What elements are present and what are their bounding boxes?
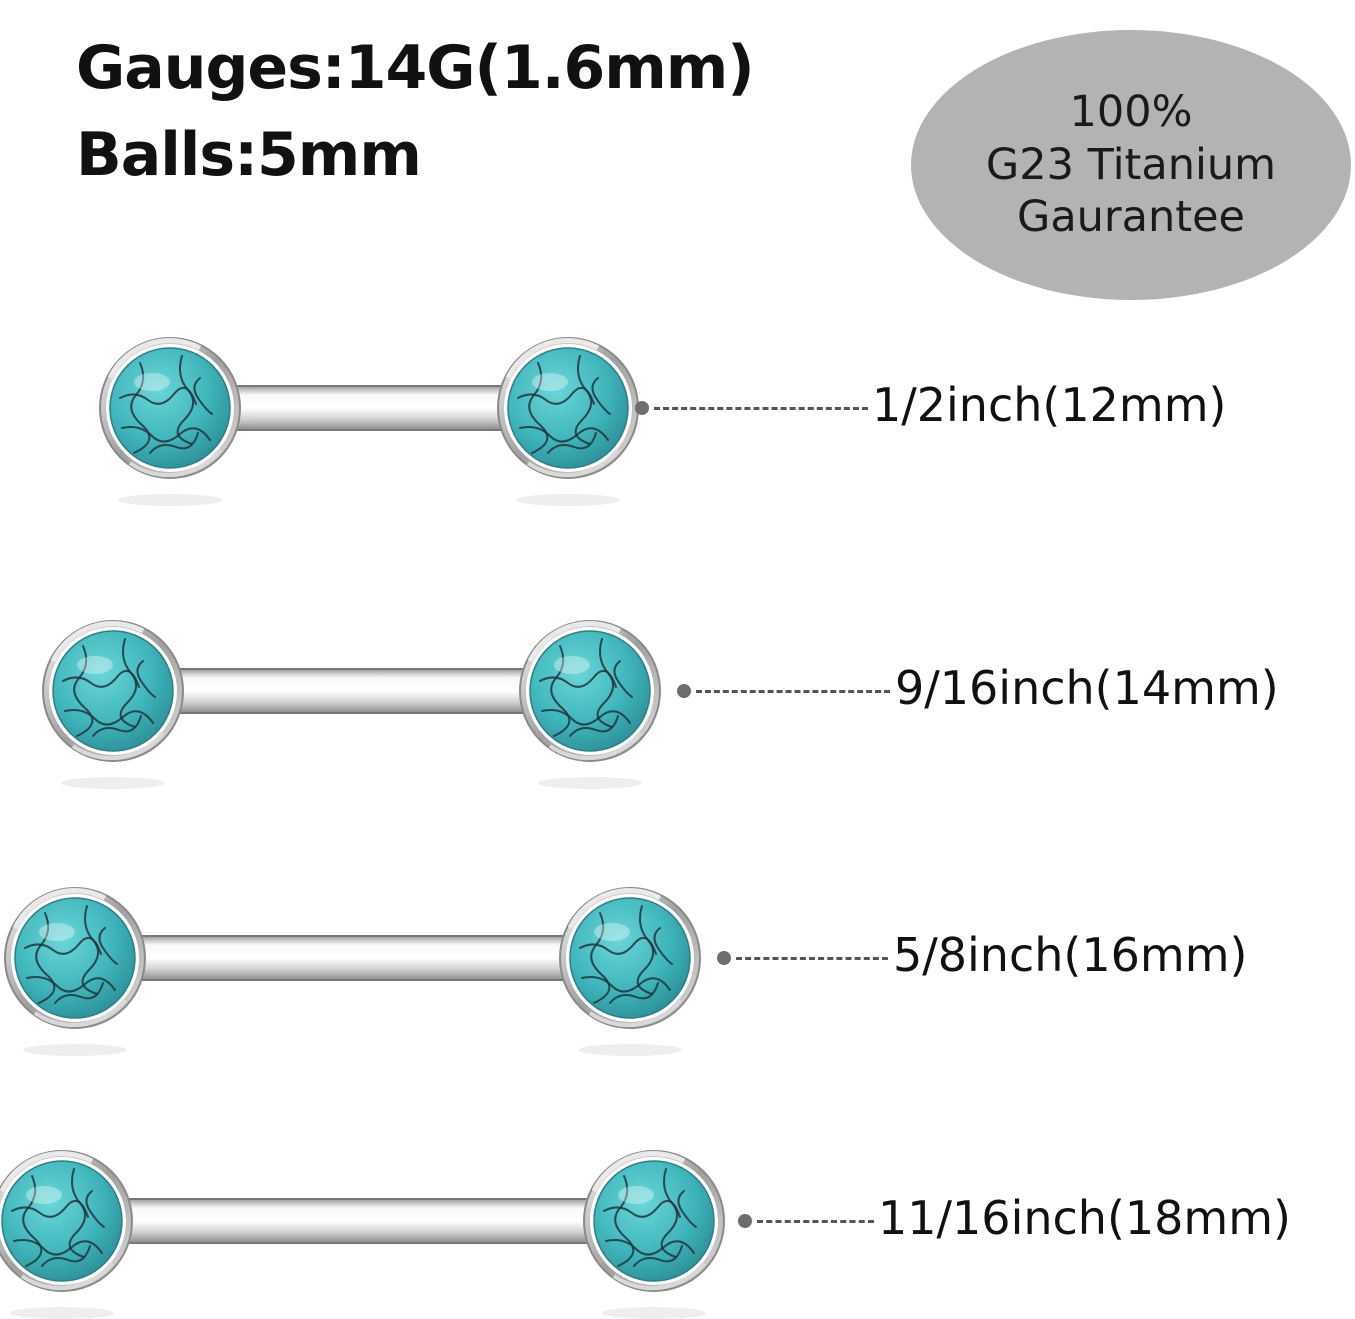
ball-reflection <box>118 494 222 506</box>
ball-reflection <box>516 494 620 506</box>
ball-reflection <box>61 777 165 789</box>
barbell-shaft <box>134 935 571 981</box>
barbell-shaft <box>121 1198 595 1244</box>
pointer-dot <box>635 401 649 415</box>
pointer-dot <box>717 951 731 965</box>
turquoise-stone <box>1 1160 123 1282</box>
pointer-dot <box>677 684 691 698</box>
barbell-image <box>42 620 661 789</box>
length-label: 5/8inch(16mm) <box>893 928 1248 982</box>
turquoise-stone <box>507 347 629 469</box>
turquoise-stone <box>14 897 136 1019</box>
ball-reflection <box>23 1044 127 1056</box>
barbell-row: 5/8inch(16mm) <box>0 878 1355 1056</box>
ball-reflection <box>538 777 642 789</box>
turquoise-stone <box>529 630 651 752</box>
turquoise-stone <box>52 630 174 752</box>
ball-reflection <box>602 1307 706 1319</box>
leader-line <box>736 957 888 960</box>
barbell-row: 1/2inch(12mm) <box>0 328 1355 506</box>
leader-line <box>757 1220 874 1223</box>
barbell-shaft <box>229 385 509 431</box>
barbell-row: 9/16inch(14mm) <box>0 611 1355 789</box>
barbell-row: 11/16inch(18mm) <box>0 1141 1355 1319</box>
length-label: 1/2inch(12mm) <box>872 378 1227 432</box>
length-label: 11/16inch(18mm) <box>878 1191 1291 1245</box>
ball-size-spec: Balls:5mm <box>76 120 422 190</box>
gauge-spec: Gauges:14G(1.6mm) <box>76 33 755 103</box>
leader-line <box>696 690 890 693</box>
titanium-guarantee-badge: 100% G23 Titanium Gaurantee <box>911 30 1351 300</box>
barbell-image <box>0 1150 725 1319</box>
ball-reflection <box>578 1044 682 1056</box>
turquoise-stone <box>593 1160 715 1282</box>
badge-percent: 100% <box>1069 87 1193 138</box>
barbell-shaft <box>172 668 531 714</box>
pointer-dot <box>738 1214 752 1228</box>
barbell-image <box>99 337 639 506</box>
ball-reflection <box>10 1307 114 1319</box>
turquoise-stone <box>569 897 691 1019</box>
turquoise-stone <box>109 347 231 469</box>
length-label: 9/16inch(14mm) <box>895 661 1279 715</box>
leader-line <box>654 407 868 410</box>
badge-guarantee: Gaurantee <box>1017 192 1245 243</box>
barbell-image <box>4 887 701 1056</box>
badge-material: G23 Titanium <box>985 139 1277 190</box>
